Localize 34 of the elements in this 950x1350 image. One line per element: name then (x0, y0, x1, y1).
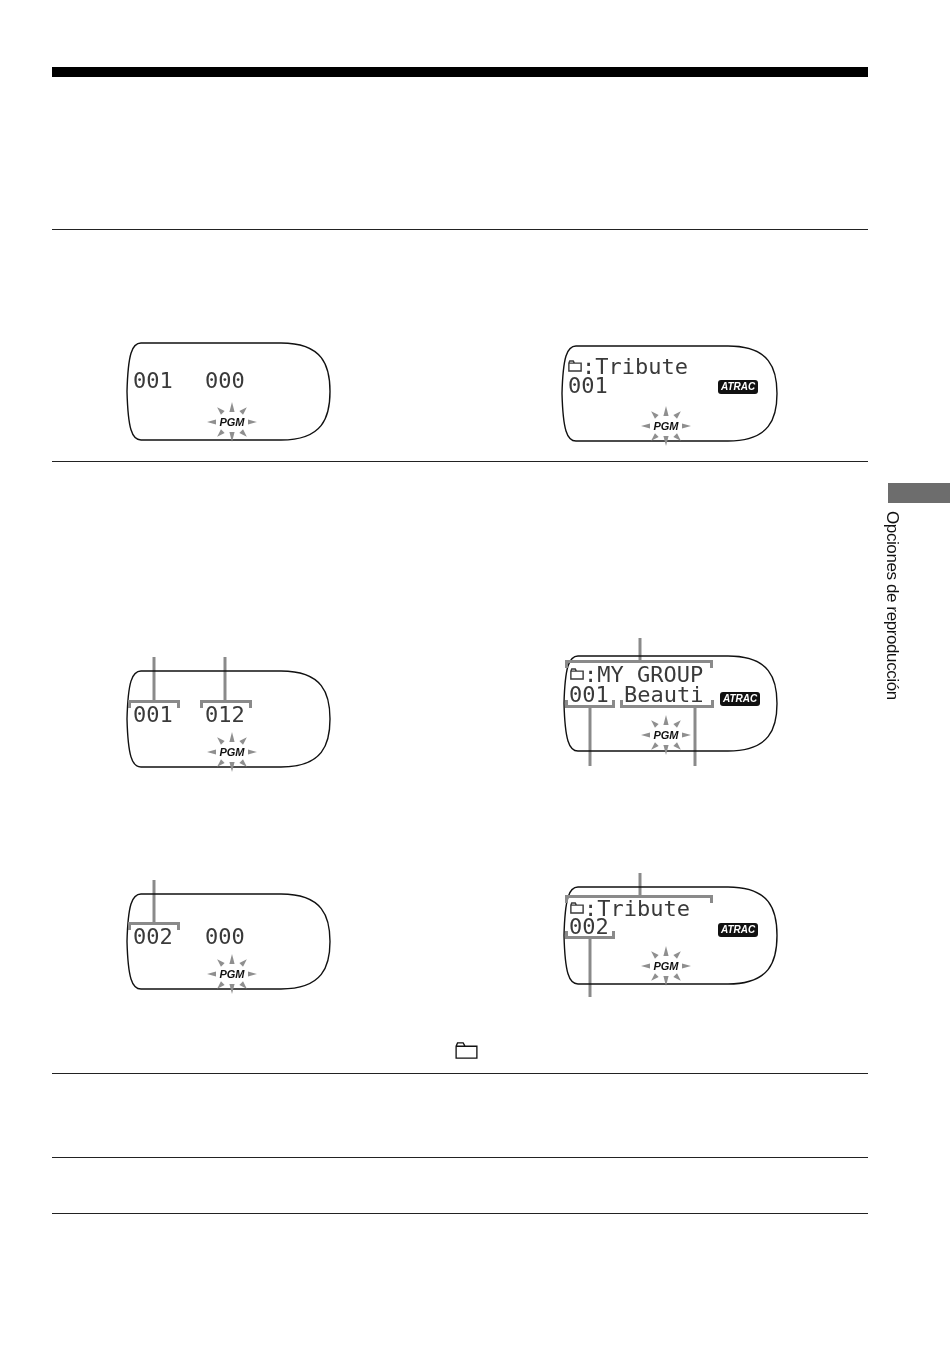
leader-line (588, 939, 592, 997)
leader-line (693, 708, 697, 766)
indicator-text: PGM (653, 729, 679, 741)
display-text: 002 (569, 917, 609, 936)
display-text: 001 (569, 685, 609, 704)
section-title: Opciones de reproducción (882, 511, 902, 700)
leader-line (152, 657, 156, 700)
display-text: :Tribute (582, 357, 688, 376)
display-text: 001 (133, 371, 173, 390)
format-badge: ATRAC (718, 923, 759, 937)
indicator-text: PGM (219, 968, 245, 980)
display-text: :Tribute (584, 899, 690, 918)
leader-line (638, 873, 642, 895)
display-text: 000 (205, 927, 245, 946)
display-text: 012 (205, 705, 245, 724)
lcd-display (562, 886, 778, 985)
indicator-text: PGM (219, 746, 245, 758)
leader-line (223, 657, 227, 700)
display-text: :MY GROUP (584, 665, 704, 684)
indicator-text: PGM (653, 420, 679, 432)
format-badge: ATRAC (720, 692, 761, 706)
display-text: 000 (205, 371, 245, 390)
lcd-display (125, 342, 331, 441)
indicator-text: PGM (653, 960, 679, 972)
leader-line (588, 708, 592, 766)
indicator-text: PGM (219, 416, 245, 428)
display-text: 002 (133, 927, 173, 946)
format-badge: ATRAC (718, 380, 759, 394)
lcd-display (562, 655, 778, 752)
display-text: Beauti (624, 685, 704, 704)
display-text: 001 (568, 376, 608, 395)
leader-line (638, 638, 642, 660)
leader-line (152, 880, 156, 922)
display-text: 001 (133, 705, 173, 724)
